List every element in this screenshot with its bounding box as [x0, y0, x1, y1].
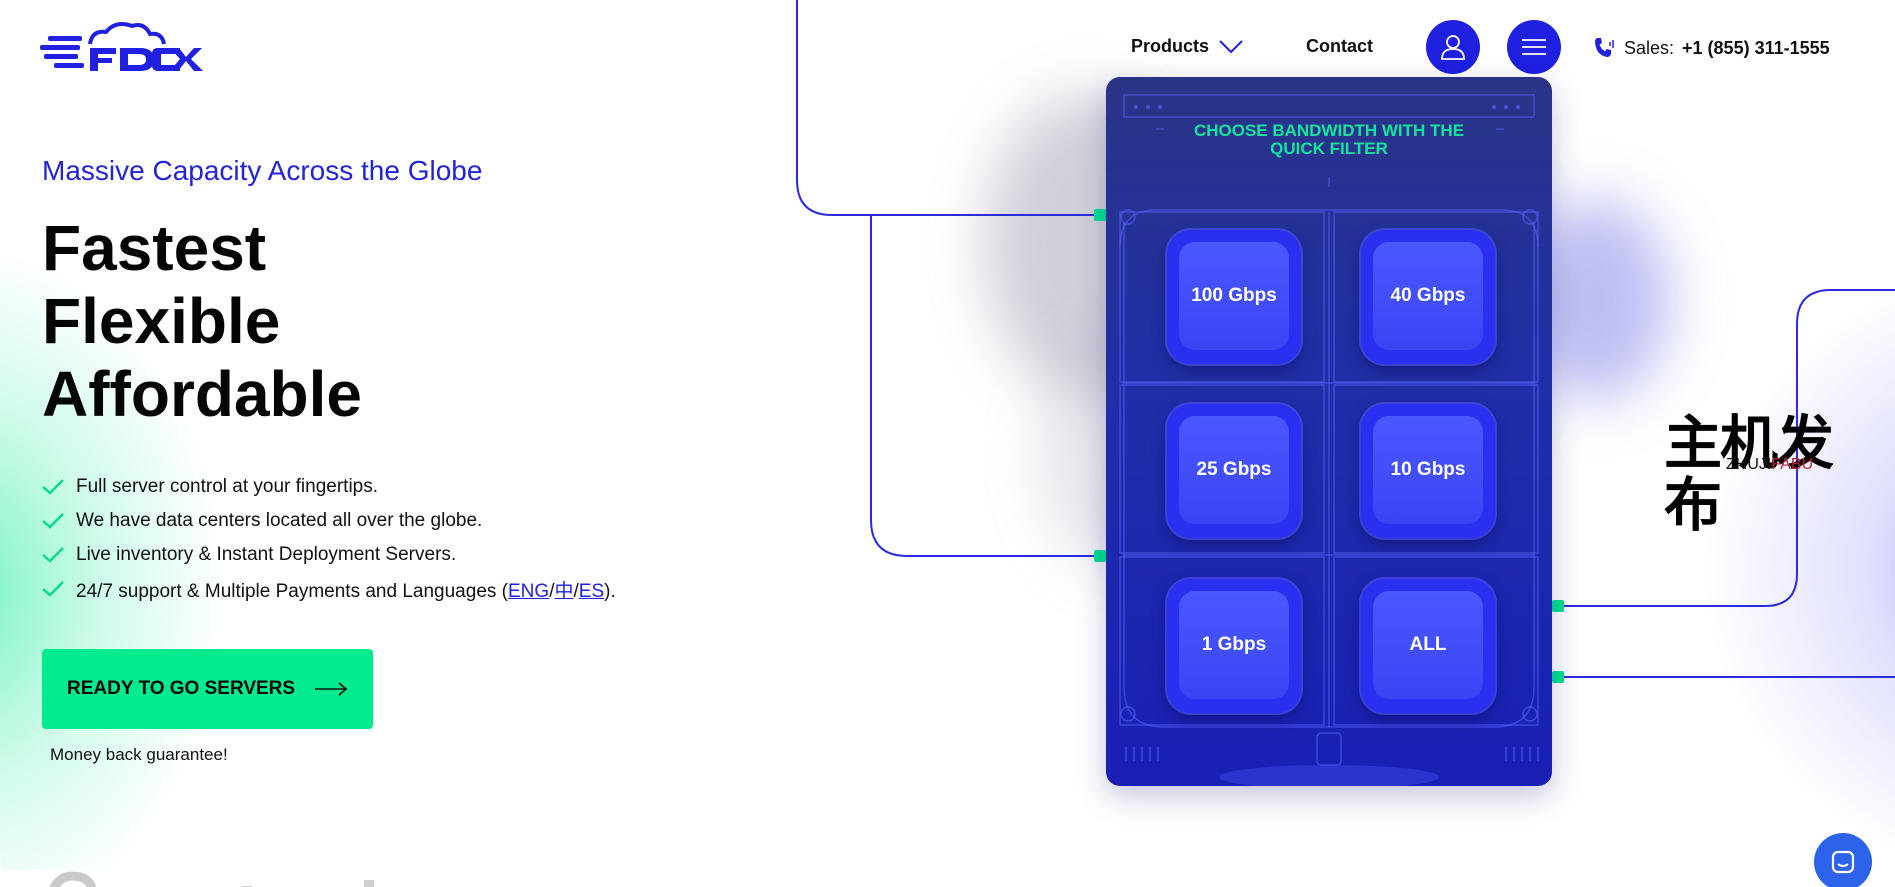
nav-products-label: Products	[1131, 36, 1210, 56]
bandwidth-option-25gbps[interactable]: 25 Gbps	[1167, 404, 1301, 538]
money-back-note: Money back guarantee!	[50, 745, 228, 764]
arrow-right-icon	[315, 682, 347, 696]
bandwidth-option-10gbps[interactable]: 10 Gbps	[1361, 404, 1495, 538]
bandwidth-option-1gbps[interactable]: 1 Gbps	[1167, 579, 1301, 713]
check-icon	[42, 513, 64, 529]
sales-phone-number: +1 (855) 311-1555	[1682, 37, 1830, 58]
filter-title-line2: QUICK FILTER	[1270, 139, 1388, 158]
bandwidth-option-label: 10 Gbps	[1373, 416, 1483, 524]
hero-subtitle: Massive Capacity Across the Globe	[42, 155, 483, 186]
ready-servers-button[interactable]: READY TO GO SERVERS	[42, 649, 373, 729]
feature-item: Live inventory & Instant Deployment Serv…	[42, 538, 616, 572]
chevron-down-icon	[1219, 39, 1243, 53]
fdc-logo[interactable]	[40, 18, 220, 74]
check-icon	[42, 581, 64, 597]
cta-label: READY TO GO SERVERS	[67, 678, 296, 699]
device-decoration	[1119, 94, 1539, 786]
hero-title-line: Flexible	[42, 285, 281, 357]
phone-icon	[1595, 38, 1614, 57]
sales-phone[interactable]: Sales: +1 (855) 311-1555	[1592, 36, 1830, 60]
account-button[interactable]	[1426, 20, 1480, 74]
hero-title-line: Fastest	[42, 212, 267, 284]
bandwidth-option-all[interactable]: ALL	[1361, 579, 1495, 713]
feature-text-suffix: ).	[604, 580, 616, 602]
green-glow	[0, 250, 220, 870]
sales-label: Sales:	[1624, 37, 1675, 58]
bandwidth-option-label: 25 Gbps	[1179, 416, 1289, 524]
zhujifabu-watermark: 主机发布 ZHUJIFABU	[1664, 412, 1864, 536]
bandwidth-option-40gbps[interactable]: 40 Gbps	[1361, 230, 1495, 364]
watermark-en-2: FABU	[1771, 456, 1814, 473]
chat-widget-button[interactable]	[1814, 833, 1872, 887]
menu-button[interactable]	[1507, 20, 1561, 74]
filter-title: CHOOSE BANDWIDTH WITH THE QUICK FILTER	[1106, 122, 1552, 158]
menu-icon	[1522, 39, 1546, 55]
feature-text: Live inventory & Instant Deployment Serv…	[76, 544, 457, 565]
bandwidth-option-label: ALL	[1373, 591, 1483, 699]
bandwidth-option-label: 100 Gbps	[1179, 242, 1289, 350]
feature-text: We have data centers located all over th…	[76, 510, 483, 531]
lang-link-es[interactable]: ES	[578, 580, 605, 602]
lang-link-eng[interactable]: ENG	[508, 580, 550, 602]
feature-list: Full server control at your fingertips. …	[42, 470, 616, 606]
lang-link-zh[interactable]: 中	[554, 580, 574, 602]
bandwidth-option-label: 1 Gbps	[1179, 591, 1289, 699]
feature-item: Full server control at your fingertips.	[42, 470, 616, 504]
check-icon	[42, 547, 64, 563]
watermark-cn: 主机发布	[1664, 409, 1834, 539]
bandwidth-option-100gbps[interactable]: 100 Gbps	[1167, 230, 1301, 364]
hero-title-line: Affordable	[42, 358, 362, 430]
bandwidth-option-label: 40 Gbps	[1373, 242, 1483, 350]
feature-text: Full server control at your fingertips.	[76, 476, 379, 497]
user-icon	[1441, 35, 1465, 60]
chat-icon	[1831, 850, 1855, 874]
feature-item: 24/7 support & Multiple Payments and Lan…	[42, 572, 616, 606]
feature-text-prefix: 24/7 support & Multiple Payments and Lan…	[76, 580, 508, 602]
check-icon	[42, 479, 64, 495]
watermark-en-1: ZHUJI	[1726, 456, 1772, 473]
feature-item: We have data centers located all over th…	[42, 504, 616, 538]
nav-products[interactable]: Products	[1131, 36, 1243, 57]
feature-text: 24/7 support & Multiple Payments and Lan…	[76, 580, 616, 602]
nav-contact[interactable]: Contact	[1306, 36, 1373, 56]
hero-title: Fastest Flexible Affordable	[42, 212, 362, 431]
next-section-heading-peek	[49, 871, 374, 887]
watermark-en: ZHUJIFABU	[1726, 456, 1813, 474]
bandwidth-filter-device: CHOOSE BANDWIDTH WITH THE QUICK FILTER 1…	[1106, 77, 1552, 786]
filter-title-line1: CHOOSE BANDWIDTH WITH THE	[1193, 121, 1465, 140]
